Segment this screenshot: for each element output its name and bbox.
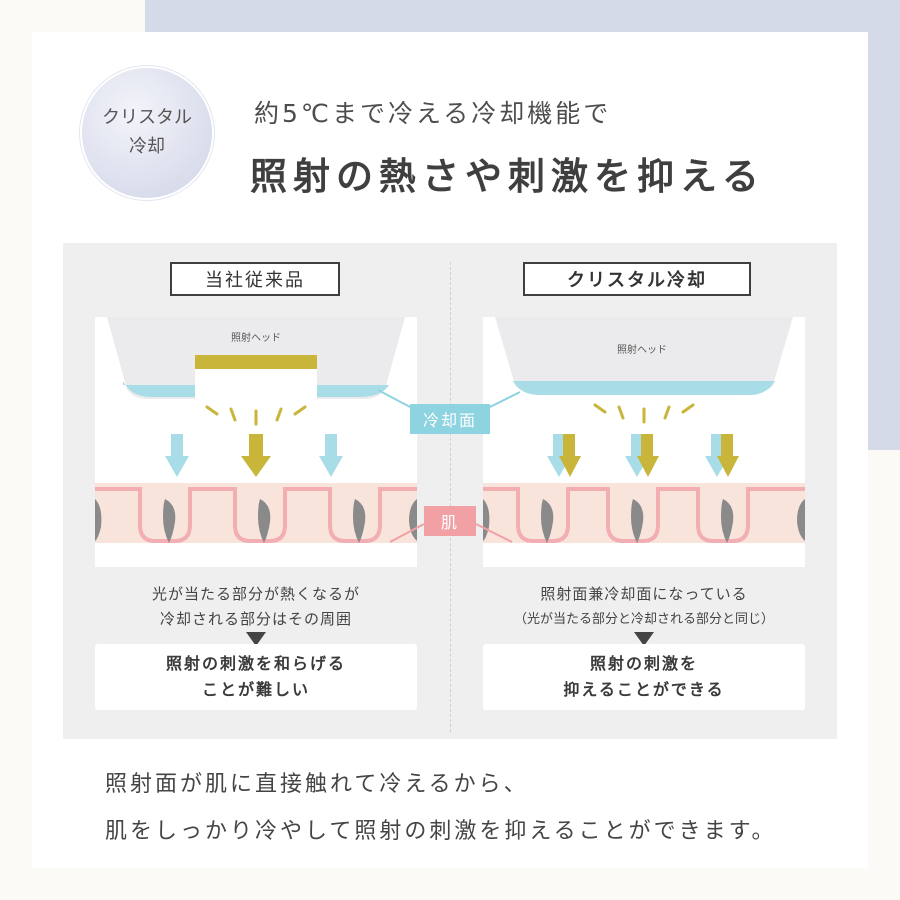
triangle-down-icon [634, 632, 654, 646]
badge-line2: 冷却 [129, 136, 165, 157]
cool-arrow-icon [319, 434, 343, 477]
cool-arrow-icon [165, 434, 189, 477]
callout-cooling-surface: 冷却面 [410, 404, 490, 434]
cooling-surface-left [123, 381, 195, 397]
label-conventional: 当社従来品 [170, 262, 340, 296]
headline-sub: 約5℃まで冷える冷却機能で [254, 99, 612, 128]
light-emitter [195, 355, 317, 369]
conventional-diagram: 照射ヘッド [95, 317, 417, 567]
crystal-desc-1: 照射面兼冷却面になっている [540, 585, 748, 603]
conventional-desc-1: 光が当たる部分が熱くなるが [151, 585, 360, 603]
crystal-cooling-badge: クリスタル 冷却 [82, 68, 212, 198]
footer-line1: 照射面が肌に直接触れて冷えるから、 [105, 772, 529, 797]
hair-icon [95, 499, 417, 543]
head-label: 照射ヘッド [617, 344, 667, 356]
cool-heat-arrow-icon [625, 434, 659, 477]
conventional-result: 照射の刺激を和らげる ことが難しい [95, 644, 417, 710]
badge-line1: クリスタル [102, 107, 192, 129]
crystal-result-line2: 抑えることができる [563, 680, 725, 699]
crystal-result-line1: 照射の刺激を [589, 654, 698, 674]
crystal-result: 照射の刺激を 抑えることができる [483, 644, 805, 710]
conventional-desc-2: 冷却される部分はその周囲 [159, 610, 352, 628]
skin-follicle-line [95, 487, 417, 543]
triangle-down-icon [246, 632, 266, 646]
cooling-irradiation-surface [513, 381, 775, 395]
label-crystal-cooling: クリスタル冷却 [523, 262, 751, 296]
comparison-divider [450, 262, 451, 732]
callout-skin: 肌 [424, 506, 476, 536]
heat-arrow-icon [241, 434, 271, 477]
conventional-result-line1: 照射の刺激を和らげる [165, 654, 346, 674]
hair-icon [483, 499, 805, 543]
cool-heat-arrow-icon [705, 434, 739, 477]
crystal-cooling-diagram: 照射ヘッド [483, 317, 805, 567]
head-label: 照射ヘッド [231, 332, 281, 344]
light-ray-icon [593, 403, 695, 424]
footer-line2: 肌をしっかり冷やして照射の刺激を抑えることができます。 [105, 819, 777, 844]
crystal-desc-2: （光が当たる部分と冷却される部分と同じ） [513, 612, 774, 627]
conventional-result-line2: ことが難しい [201, 680, 310, 699]
cooling-surface-right [317, 385, 389, 397]
skin-follicle-line [483, 487, 805, 543]
cool-heat-arrow-icon [547, 434, 581, 477]
headline-main: 照射の熱さや刺激を抑える [250, 155, 765, 198]
skin-layer [483, 483, 805, 543]
light-ray-icon [205, 405, 307, 426]
irradiation-head [495, 317, 793, 393]
